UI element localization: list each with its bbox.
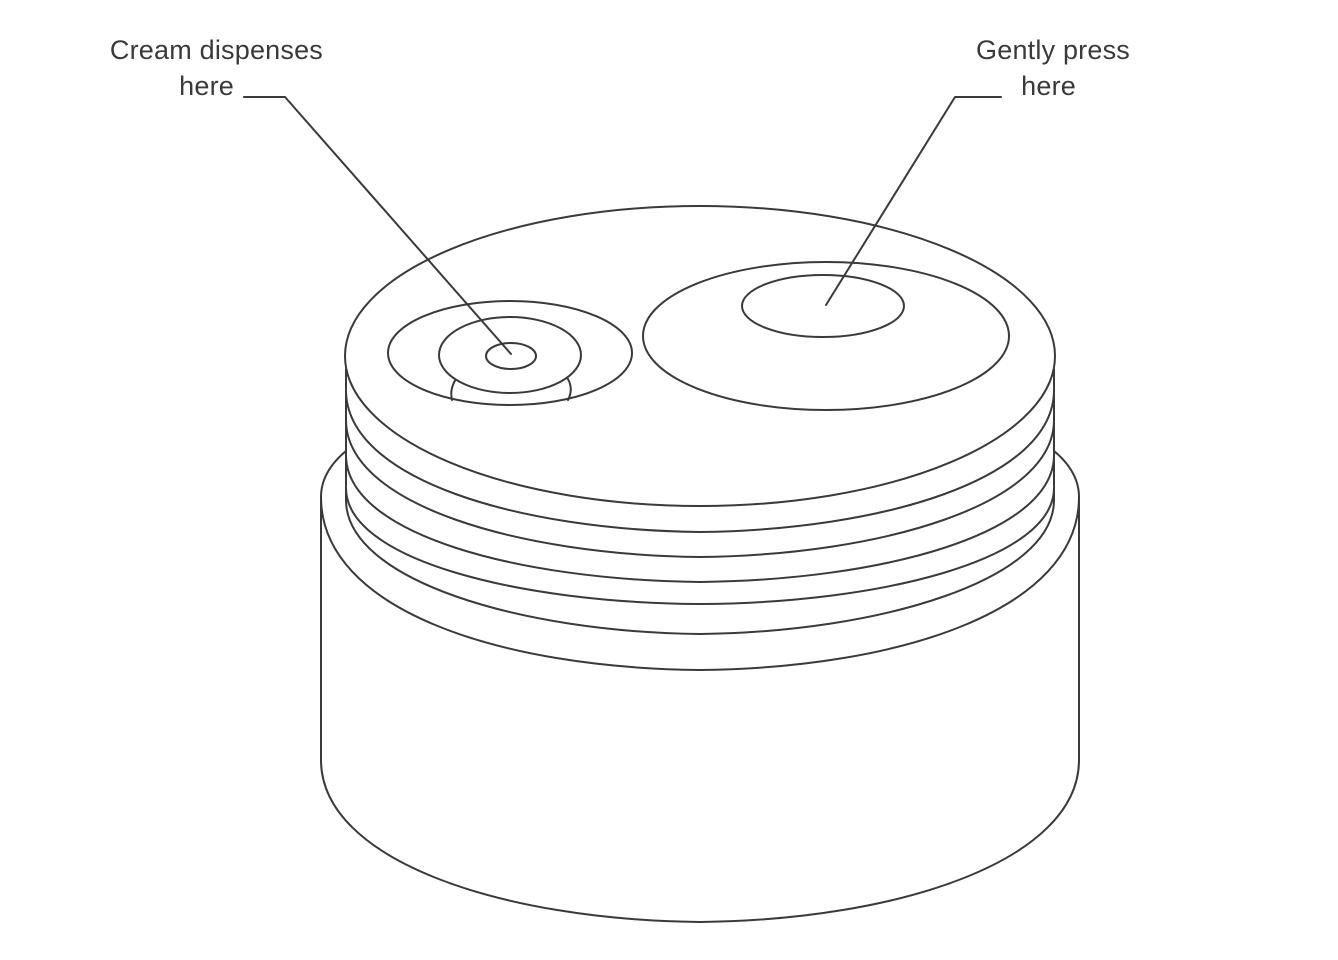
dispenser-nozzle [387, 300, 633, 406]
callout-right-line1: Gently press [976, 35, 1130, 65]
callout-right-line2: here [1021, 71, 1076, 101]
press-button [642, 261, 1010, 411]
callout-cream-dispenses: Cream dispenses here [40, 32, 323, 104]
leader-line-press [825, 96, 1002, 306]
callout-left-line2: here [179, 71, 234, 101]
callout-gently-press: Gently press here [930, 32, 1130, 104]
jar-top [344, 205, 1056, 507]
leader-line-dispense [243, 96, 512, 355]
callout-left-line1: Cream dispenses [109, 35, 323, 65]
